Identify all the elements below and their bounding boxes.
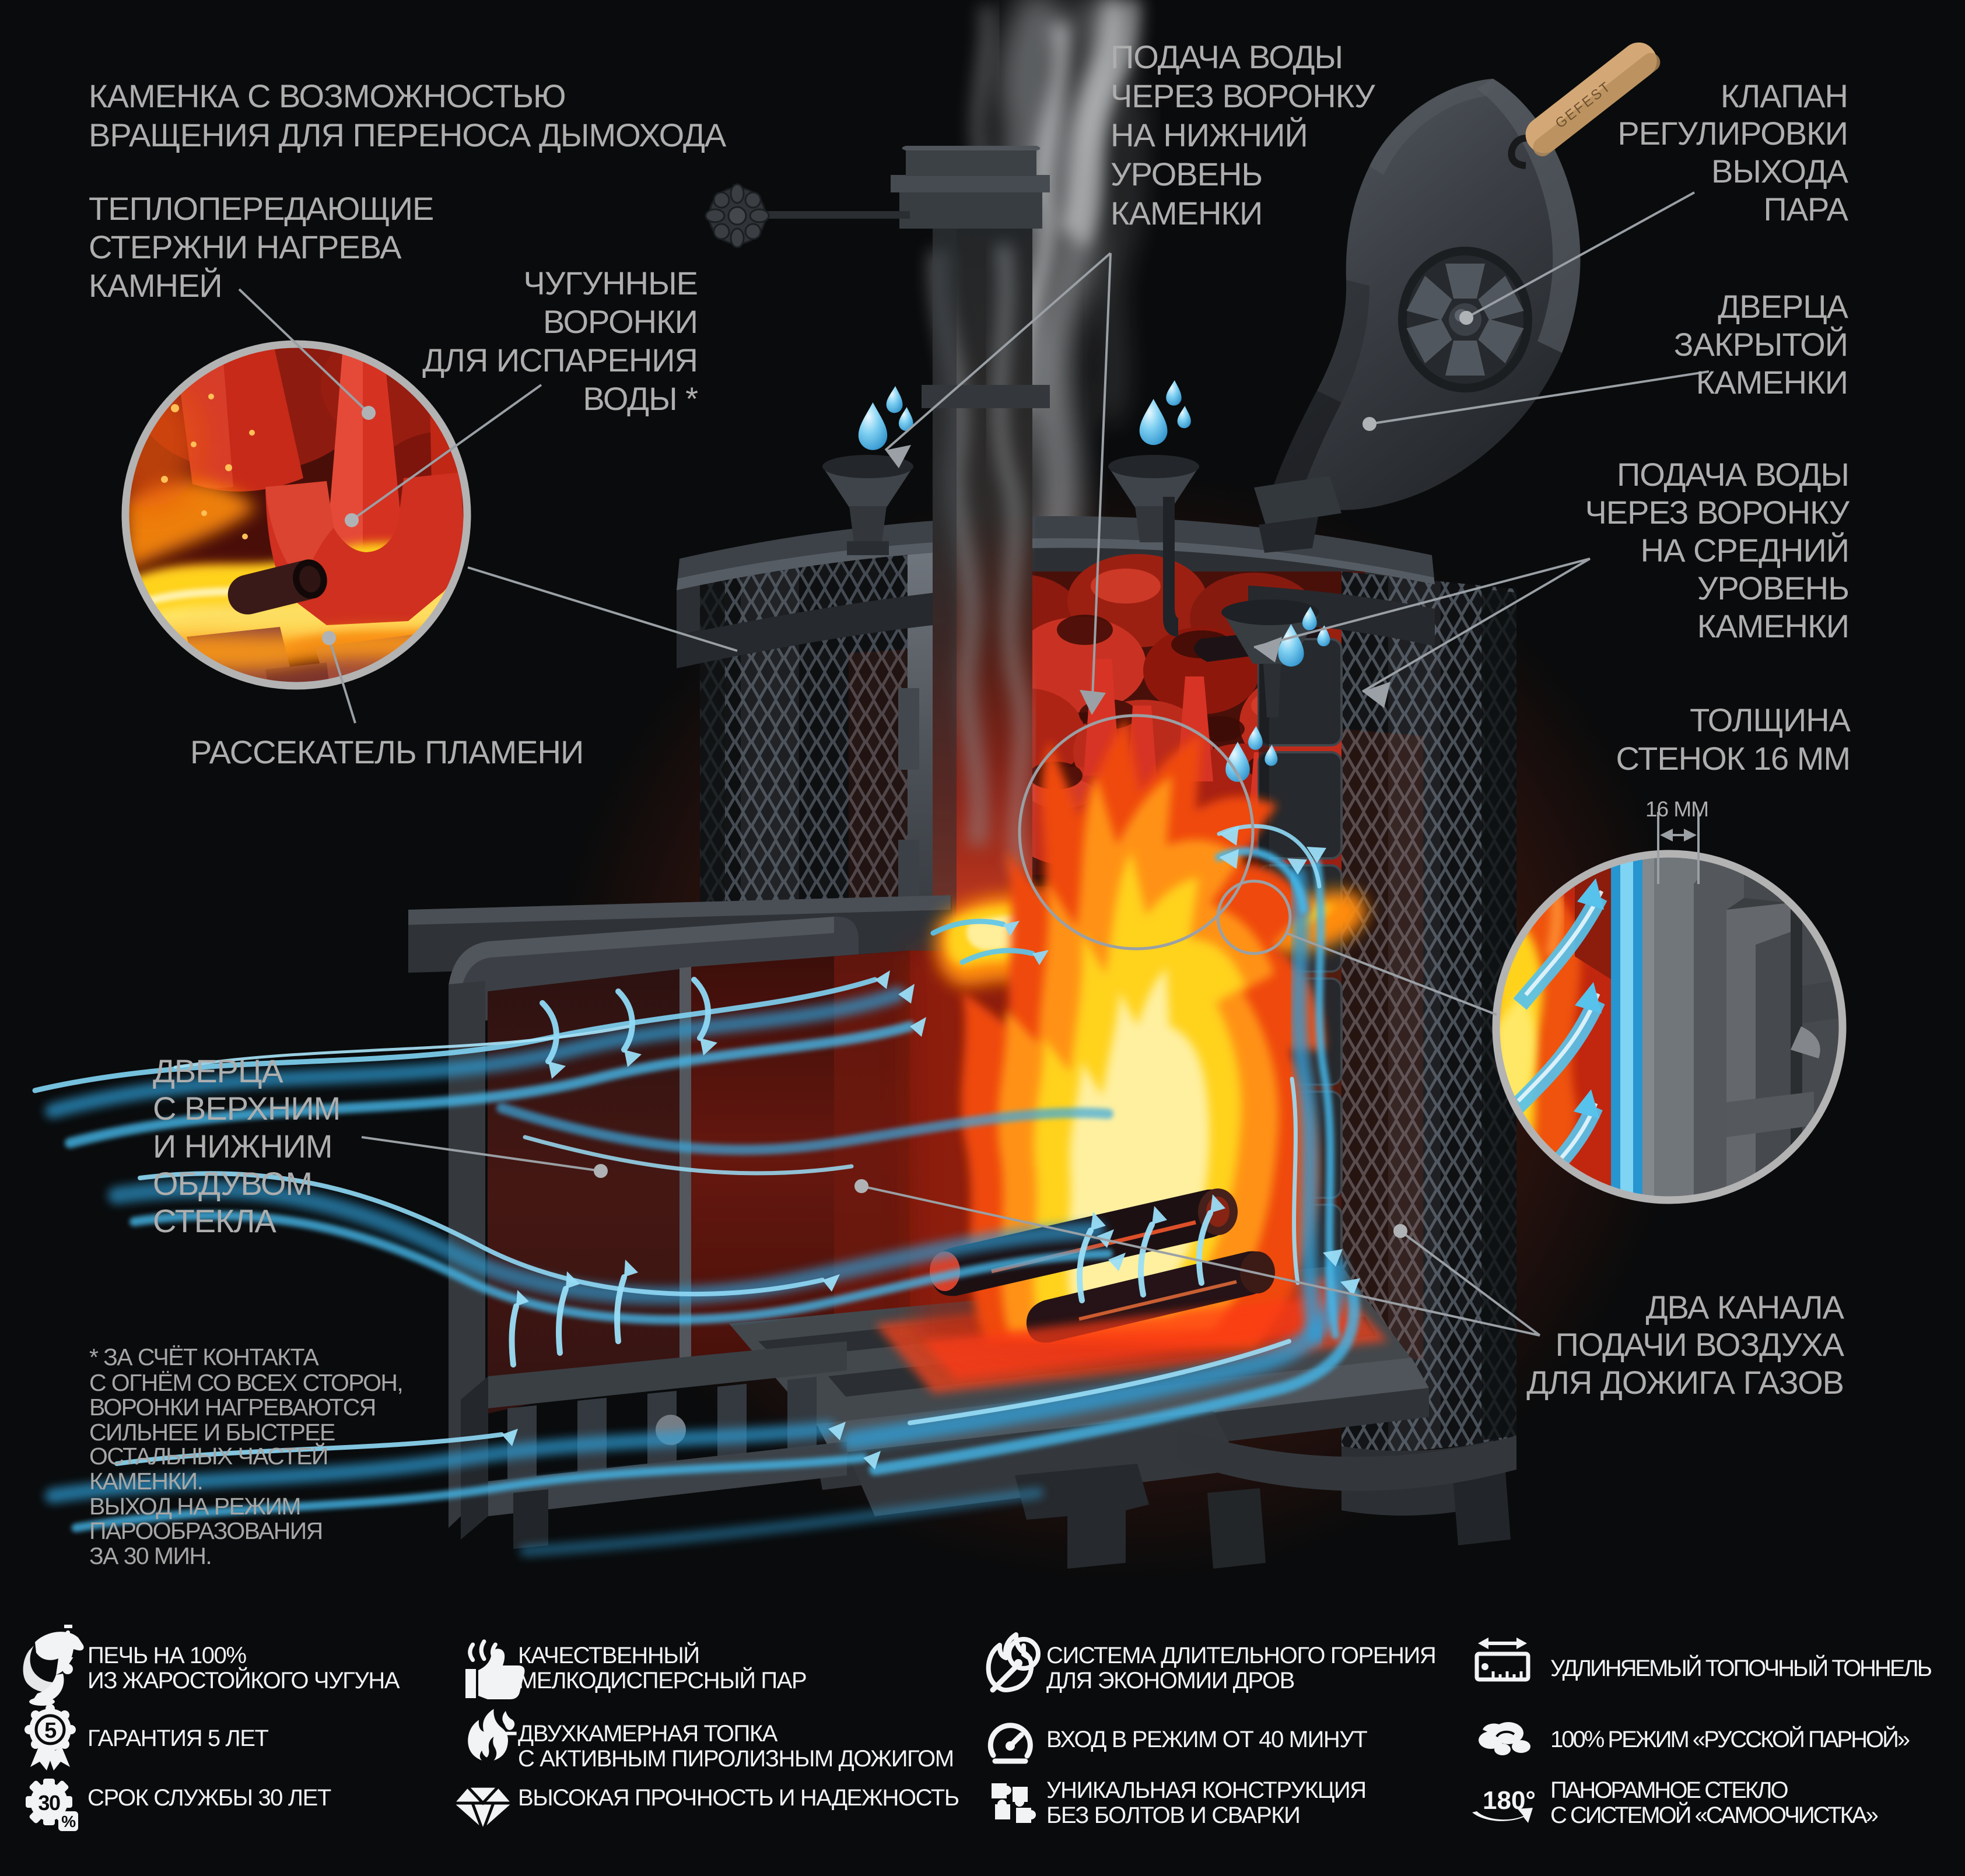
svg-text:ДЛЯ ИСПАРЕНИЯ: ДЛЯ ИСПАРЕНИЯ bbox=[422, 342, 698, 378]
svg-text:ВЫСОКАЯ ПРОЧНОСТЬ И НАДЕЖНОСТЬ: ВЫСОКАЯ ПРОЧНОСТЬ И НАДЕЖНОСТЬ bbox=[518, 1785, 959, 1811]
svg-text:СИЛЬНЕЕ И БЫСТРЕЕ: СИЛЬНЕЕ И БЫСТРЕЕ bbox=[89, 1419, 335, 1446]
svg-text:ТЕПЛОПЕРЕДАЮЩИЕ: ТЕПЛОПЕРЕДАЮЩИЕ bbox=[89, 190, 433, 227]
svg-text:КАМЕНКА С ВОЗМОЖНОСТЬЮ: КАМЕНКА С ВОЗМОЖНОСТЬЮ bbox=[89, 78, 566, 114]
svg-text:ЗА 30 МИН.: ЗА 30 МИН. bbox=[89, 1542, 211, 1569]
svg-text:НА СРЕДНИЙ: НА СРЕДНИЙ bbox=[1641, 532, 1849, 569]
svg-text:ВОРОНКИ: ВОРОНКИ bbox=[543, 303, 698, 340]
svg-text:16 ММ: 16 ММ bbox=[1645, 797, 1708, 821]
svg-text:ДВА КАНАЛА: ДВА КАНАЛА bbox=[1646, 1289, 1845, 1326]
svg-text:С СИСТЕМОЙ «САМООЧИСТКА»: С СИСТЕМОЙ «САМООЧИСТКА» bbox=[1550, 1801, 1878, 1828]
svg-text:СРОК СЛУЖБЫ 30 ЛЕТ: СРОК СЛУЖБЫ 30 ЛЕТ bbox=[87, 1785, 331, 1811]
svg-text:СТЕРЖНИ НАГРЕВА: СТЕРЖНИ НАГРЕВА bbox=[89, 229, 402, 265]
svg-text:СТЕКЛА: СТЕКЛА bbox=[153, 1202, 277, 1239]
svg-text:%: % bbox=[61, 1812, 76, 1831]
svg-text:СТЕНОК 16 ММ: СТЕНОК 16 ММ bbox=[1616, 740, 1850, 777]
svg-text:ЧУГУННЫЕ: ЧУГУННЫЕ bbox=[523, 265, 698, 301]
svg-text:ВОРОНКИ НАГРЕВАЮТСЯ: ВОРОНКИ НАГРЕВАЮТСЯ bbox=[89, 1394, 376, 1421]
svg-text:И НИЖНИМ: И НИЖНИМ bbox=[153, 1128, 332, 1165]
svg-text:ПАРА: ПАРА bbox=[1763, 191, 1848, 227]
svg-text:КАМНЕЙ: КАМНЕЙ bbox=[89, 267, 222, 304]
svg-text:НА НИЖНИЙ: НА НИЖНИЙ bbox=[1111, 117, 1308, 153]
svg-text:ИЗ ЖАРОСТОЙКОГО ЧУГУНА: ИЗ ЖАРОСТОЙКОГО ЧУГУНА bbox=[87, 1667, 400, 1693]
svg-text:ВЫХОДА: ВЫХОДА bbox=[1711, 153, 1849, 190]
svg-text:БЕЗ БОЛТОВ И СВАРКИ: БЕЗ БОЛТОВ И СВАРКИ bbox=[1046, 1803, 1300, 1828]
svg-text:ЗАКРЫТОЙ: ЗАКРЫТОЙ bbox=[1674, 326, 1848, 363]
svg-text:ДЛЯ ЭКОНОМИИ ДРОВ: ДЛЯ ЭКОНОМИИ ДРОВ bbox=[1046, 1668, 1294, 1693]
svg-text:С АКТИВНЫМ ПИРОЛИЗНЫМ ДОЖИГОМ: С АКТИВНЫМ ПИРОЛИЗНЫМ ДОЖИГОМ bbox=[518, 1746, 954, 1772]
svg-text:КАМЕНКИ: КАМЕНКИ bbox=[1697, 608, 1849, 644]
svg-text:УРОВЕНЬ: УРОВЕНЬ bbox=[1111, 156, 1262, 192]
svg-text:УНИКАЛЬНАЯ КОНСТРУКЦИЯ: УНИКАЛЬНАЯ КОНСТРУКЦИЯ bbox=[1046, 1777, 1366, 1803]
svg-text:ПОДАЧА ВОДЫ: ПОДАЧА ВОДЫ bbox=[1111, 38, 1343, 75]
svg-text:МЕЛКОДИСПЕРСНЫЙ ПАР: МЕЛКОДИСПЕРСНЫЙ ПАР bbox=[518, 1667, 806, 1693]
svg-text:ДВЕРЦА: ДВЕРЦА bbox=[1718, 288, 1848, 325]
svg-text:ПАНОРАМНОЕ СТЕКЛО: ПАНОРАМНОЕ СТЕКЛО bbox=[1550, 1777, 1788, 1803]
svg-text:ВХОД В РЕЖИМ ОТ 40 МИНУТ: ВХОД В РЕЖИМ ОТ 40 МИНУТ bbox=[1046, 1727, 1367, 1752]
svg-text:КЛАПАН: КЛАПАН bbox=[1721, 78, 1848, 114]
svg-text:30: 30 bbox=[38, 1791, 60, 1815]
svg-text:ПОДАЧИ ВОЗДУХА: ПОДАЧИ ВОЗДУХА bbox=[1556, 1326, 1845, 1363]
svg-text:5: 5 bbox=[44, 1719, 57, 1743]
svg-text:КАМЕНКИ: КАМЕНКИ bbox=[1111, 195, 1262, 232]
svg-text:ЧЕРЕЗ ВОРОНКУ: ЧЕРЕЗ ВОРОНКУ bbox=[1585, 494, 1850, 531]
svg-text:ВОДЫ *: ВОДЫ * bbox=[583, 380, 698, 417]
svg-text:ТОЛЩИНА: ТОЛЩИНА bbox=[1690, 702, 1851, 738]
svg-text:СИСТЕМА ДЛИТЕЛЬНОГО ГОРЕНИЯ: СИСТЕМА ДЛИТЕЛЬНОГО ГОРЕНИЯ bbox=[1046, 1643, 1435, 1668]
svg-text:ВЫХОД НА РЕЖИМ: ВЫХОД НА РЕЖИМ bbox=[89, 1493, 300, 1520]
svg-text:УРОВЕНЬ: УРОВЕНЬ bbox=[1697, 570, 1849, 606]
svg-text:РАССЕКАТЕЛЬ ПЛАМЕНИ: РАССЕКАТЕЛЬ ПЛАМЕНИ bbox=[190, 734, 583, 770]
svg-text:ЧЕРЕЗ ВОРОНКУ: ЧЕРЕЗ ВОРОНКУ bbox=[1111, 78, 1375, 114]
svg-text:ПОДАЧА ВОДЫ: ПОДАЧА ВОДЫ bbox=[1617, 456, 1849, 493]
svg-text:ОБДУВОМ: ОБДУВОМ bbox=[153, 1165, 312, 1202]
svg-text:С ВЕРХНИМ: С ВЕРХНИМ bbox=[153, 1090, 340, 1127]
svg-text:ВРАЩЕНИЯ ДЛЯ ПЕРЕНОСА ДЫМОХОДА: ВРАЩЕНИЯ ДЛЯ ПЕРЕНОСА ДЫМОХОДА bbox=[89, 117, 727, 153]
svg-text:ГАРАНТИЯ 5 ЛЕТ: ГАРАНТИЯ 5 ЛЕТ bbox=[87, 1726, 269, 1751]
svg-text:* ЗА СЧЁТ КОНТАКТА: * ЗА СЧЁТ КОНТАКТА bbox=[89, 1344, 320, 1370]
svg-text:КАМЕНКИ.: КАМЕНКИ. bbox=[89, 1468, 202, 1495]
svg-text:С ОГНЁМ СО ВСЕХ СТОРОН,: С ОГНЁМ СО ВСЕХ СТОРОН, bbox=[89, 1369, 402, 1396]
svg-text:ПАРООБРАЗОВАНИЯ: ПАРООБРАЗОВАНИЯ bbox=[89, 1517, 323, 1544]
svg-text:КАЧЕСТВЕННЫЙ: КАЧЕСТВЕННЫЙ bbox=[518, 1642, 699, 1668]
svg-text:ДВУХКАМЕРНАЯ ТОПКА: ДВУХКАМЕРНАЯ ТОПКА bbox=[518, 1721, 778, 1747]
svg-text:РЕГУЛИРОВКИ: РЕГУЛИРОВКИ bbox=[1617, 115, 1848, 152]
svg-text:ДЛЯ ДОЖИГА ГАЗОВ: ДЛЯ ДОЖИГА ГАЗОВ bbox=[1526, 1364, 1844, 1401]
svg-text:КАМЕНКИ: КАМЕНКИ bbox=[1696, 364, 1848, 401]
svg-text:ПЕЧЬ НА 100%: ПЕЧЬ НА 100% bbox=[87, 1643, 246, 1668]
svg-text:ДВЕРЦА: ДВЕРЦА bbox=[153, 1053, 283, 1089]
svg-text:ОСТАЛЬНЫХ ЧАСТЕЙ: ОСТАЛЬНЫХ ЧАСТЕЙ bbox=[89, 1443, 328, 1470]
svg-text:100% РЕЖИМ «РУССКОЙ ПАРНОЙ»: 100% РЕЖИМ «РУССКОЙ ПАРНОЙ» bbox=[1550, 1726, 1910, 1752]
svg-text:УДЛИНЯЕМЫЙ ТОПОЧНЫЙ ТОННЕЛЬ: УДЛИНЯЕМЫЙ ТОПОЧНЫЙ ТОННЕЛЬ bbox=[1550, 1654, 1932, 1681]
